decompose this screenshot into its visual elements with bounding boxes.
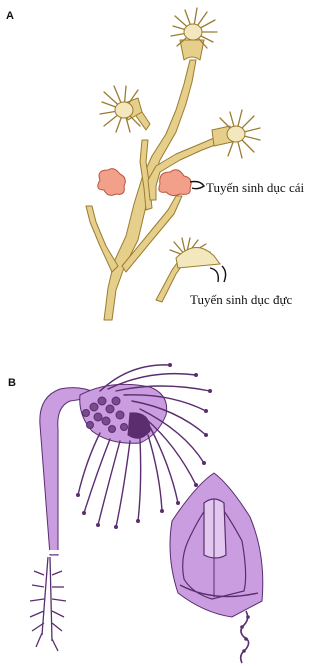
panel-a-hydroid-colony: A xyxy=(0,0,335,335)
male-gonad-leader xyxy=(210,266,226,282)
top-hydranth-head xyxy=(184,24,202,40)
left-hydranth-head xyxy=(115,102,133,118)
hydroid-medusa-illustration xyxy=(0,335,335,666)
right-hydranth-head xyxy=(227,126,245,142)
female-gonad-left xyxy=(98,169,126,196)
top-hydranth-body xyxy=(180,40,204,60)
male-gonad-bell xyxy=(176,247,220,268)
basal-stolon xyxy=(30,557,66,651)
female-gonad-leader xyxy=(190,182,204,189)
medusa-manubrium xyxy=(204,499,226,558)
medusa-trailing-tentacle xyxy=(241,611,249,663)
panel-b-hydroid-and-medusa: B xyxy=(0,335,335,666)
male-gonad-label: Tuyến sinh dục đực xyxy=(190,292,292,308)
female-gonad-right xyxy=(159,170,191,196)
stalk-band xyxy=(36,550,60,554)
lower-left-branch xyxy=(86,206,118,272)
colony-illustration xyxy=(0,0,335,335)
female-gonad-label: Tuyến sinh dục cái xyxy=(206,180,304,196)
